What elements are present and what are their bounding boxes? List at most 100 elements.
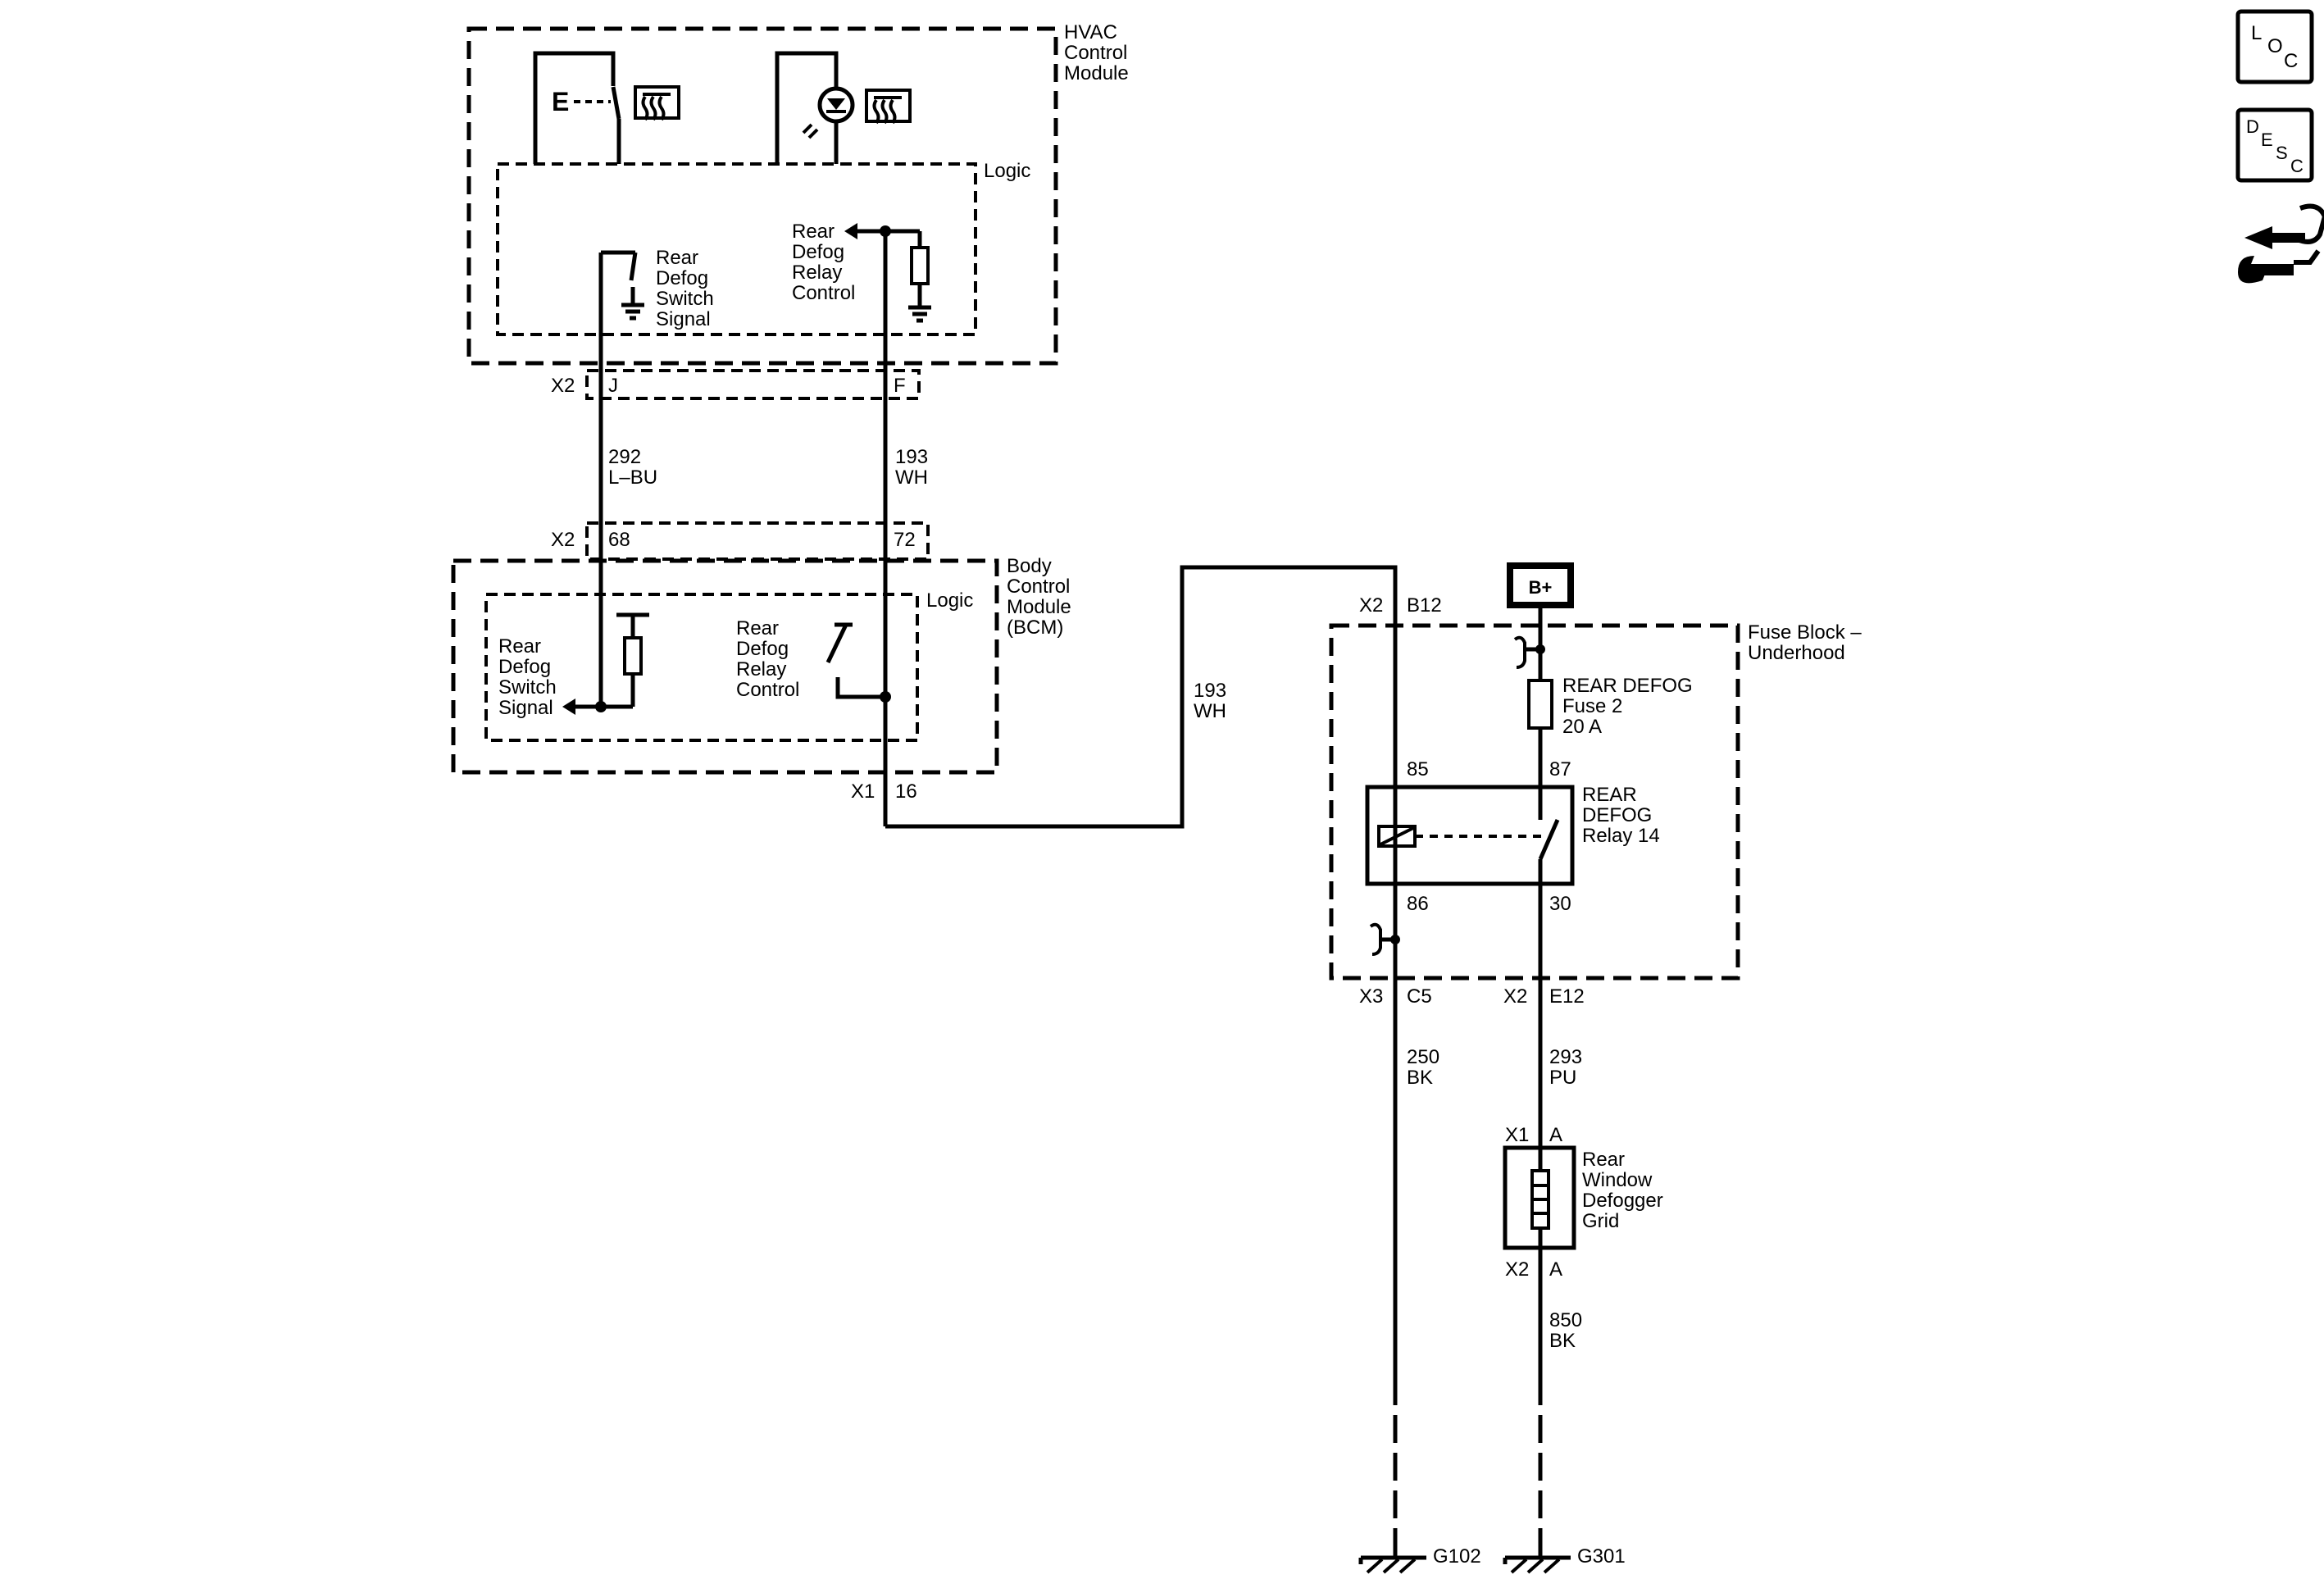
fuse-block-name-line-2: Underhood: [1748, 642, 1845, 664]
relay-pin-85: 85: [1407, 758, 1429, 780]
defogger-label-line-3: Defogger: [1582, 1190, 1663, 1212]
hvac-switch-signal-circuit: [598, 250, 644, 336]
fuse-label-line-1: REAR DEFOG: [1562, 675, 1693, 697]
ground-g102-icon: [1358, 1541, 1426, 1574]
bcm-switch-signal-line-3: Switch: [498, 676, 557, 698]
fuse-label-line-2: Fuse 2: [1562, 695, 1622, 717]
rear-defog-switch-icon: E: [533, 51, 621, 164]
fuse-block-e12-name: X2: [1503, 985, 1527, 1008]
defogger-bottom-conn-pin: A: [1549, 1258, 1562, 1281]
wire-193-a-color: WH: [895, 466, 928, 489]
wire-193-b-color: WH: [1194, 700, 1226, 722]
hvac-name-line-3: Module: [1064, 62, 1129, 84]
wire-193-route: [885, 565, 1398, 941]
loc-letter-o: O: [2267, 35, 2283, 57]
battery-label: B+: [1529, 577, 1553, 598]
bcm-name-line-3: Module: [1007, 596, 1071, 618]
rear-defog-indicator-symbol-icon: [865, 89, 912, 125]
hvac-relay-control-line-2: Defog: [792, 241, 844, 263]
bcm-relay-control-switch-icon: [825, 622, 891, 703]
hvac-relay-control-line-4: Control: [792, 282, 855, 304]
connector-hook-icon-2: [1369, 922, 1382, 956]
wire-292-circuit: 292: [608, 446, 641, 468]
relay-pin-87: 87: [1549, 758, 1571, 780]
hvac-relay-control-line-3: Relay: [792, 262, 842, 284]
battery-positive-icon: B+: [1507, 562, 1574, 608]
bcm-switch-signal-line-1: Rear: [498, 635, 541, 658]
rear-window-defogger-grid: X1 A Rear Window Defogger Grid X2 A: [1503, 1124, 1663, 1281]
wire-293-color: PU: [1549, 1067, 1576, 1089]
wire-293-circuit: 293: [1549, 1046, 1582, 1068]
wire-250-color: BK: [1407, 1067, 1433, 1089]
connector-hook-icon: [1513, 635, 1526, 669]
relay-pin-86: 86: [1407, 893, 1429, 915]
fuse-icon: [1527, 679, 1553, 730]
description-button[interactable]: D E S C: [2235, 107, 2314, 183]
relay-coil-icon: [1377, 787, 1541, 884]
rear-defog-relay: [1365, 785, 1575, 886]
hvac-name-line-2: Control: [1064, 42, 1127, 64]
bcm-x2-name: X2: [551, 529, 575, 551]
bcm-pin-68: 68: [608, 529, 630, 551]
bcm-relay-control-line-1: Rear: [736, 617, 779, 639]
defogger-element-icon: [1530, 1148, 1550, 1248]
switch-glyph: E: [552, 87, 569, 116]
bcm-name-line-1: Body: [1007, 555, 1052, 577]
defogger-top-conn-pin: A: [1549, 1124, 1562, 1146]
bcm-relay-control-line-2: Defog: [736, 638, 789, 660]
desc-letter-e: E: [2261, 130, 2273, 150]
relay-contact-icon: [1538, 787, 1560, 884]
bcm-pin-72: 72: [894, 529, 916, 551]
wire-850-color: BK: [1549, 1330, 1576, 1352]
fuse-block-underhood: Fuse Block – Underhood X2 B12 B+ REAR DE…: [1329, 562, 1862, 1008]
hvac-connector-name: X2: [551, 375, 575, 397]
ground-g301-label: G301: [1577, 1545, 1626, 1568]
hvac-pin-f: F: [894, 375, 906, 397]
relay-label-line-2: DEFOG: [1582, 804, 1652, 826]
body-control-module: Body Control Module (BCM) Logic Rear Def…: [451, 555, 1071, 775]
wire-193-b-circuit: 193: [1194, 680, 1226, 702]
fuse-label-line-3: 20 A: [1562, 716, 1602, 738]
fuse-block-b12-pin: B12: [1407, 594, 1442, 617]
hvac-connector-x2: X2 J F: [551, 369, 921, 400]
hvac-relay-control-circuit: [844, 223, 931, 574]
hvac-switch-signal-line-1: Rear: [656, 247, 698, 269]
location-button[interactable]: L O C: [2235, 9, 2314, 84]
bcm-name-line-4: (BCM): [1007, 617, 1063, 639]
bcm-connector-x2: X2 68 72: [551, 521, 930, 561]
fuse-block-name-line-1: Fuse Block –: [1748, 621, 1862, 644]
relay-label-line-1: REAR: [1582, 784, 1637, 806]
hvac-pin-j: J: [608, 375, 618, 397]
fuse-block-e12-pin: E12: [1549, 985, 1585, 1008]
hvac-switch-signal-line-3: Switch: [656, 288, 714, 310]
relay-label-line-3: Relay 14: [1582, 825, 1660, 847]
defogger-label-line-4: Grid: [1582, 1210, 1619, 1232]
hvac-switch-signal-line-4: Signal: [656, 308, 711, 330]
indicator-led-icon: [775, 51, 855, 164]
relay-pin-30: 30: [1549, 893, 1571, 915]
ground-g301-icon: [1503, 1541, 1571, 1574]
desc-letter-d: D: [2246, 116, 2259, 137]
desc-letter-s: S: [2276, 143, 2288, 163]
fuse-block-b12-name: X2: [1359, 594, 1383, 617]
defogger-bottom-conn-name: X2: [1505, 1258, 1529, 1281]
ground-g102-label: G102: [1433, 1545, 1481, 1568]
rear-defog-symbol-icon: [634, 85, 680, 121]
bcm-switch-signal-circuit: [562, 612, 649, 715]
bcm-name-line-2: Control: [1007, 576, 1070, 598]
connector-wrench-icon[interactable]: [2238, 203, 2324, 284]
hvac-switch-signal-line-2: Defog: [656, 267, 708, 289]
hvac-control-module: HVAC Control Module Logic E: [466, 21, 1129, 574]
hvac-logic-box: [496, 162, 977, 336]
desc-letter-c: C: [2290, 156, 2304, 176]
bcm-logic-label: Logic: [926, 589, 973, 612]
fuse-block-c5-pin: C5: [1407, 985, 1432, 1008]
fuse-block-c5-name: X3: [1359, 985, 1383, 1008]
wire-193-a-circuit: 193: [895, 446, 928, 468]
wire-292-color: L–BU: [608, 466, 657, 489]
bcm-switch-signal-line-4: Signal: [498, 697, 553, 719]
loc-letter-l: L: [2251, 22, 2262, 44]
bcm-x1-name: X1: [851, 780, 875, 803]
bcm-switch-signal-line-2: Defog: [498, 656, 551, 678]
hvac-name-line-1: HVAC: [1064, 21, 1117, 43]
